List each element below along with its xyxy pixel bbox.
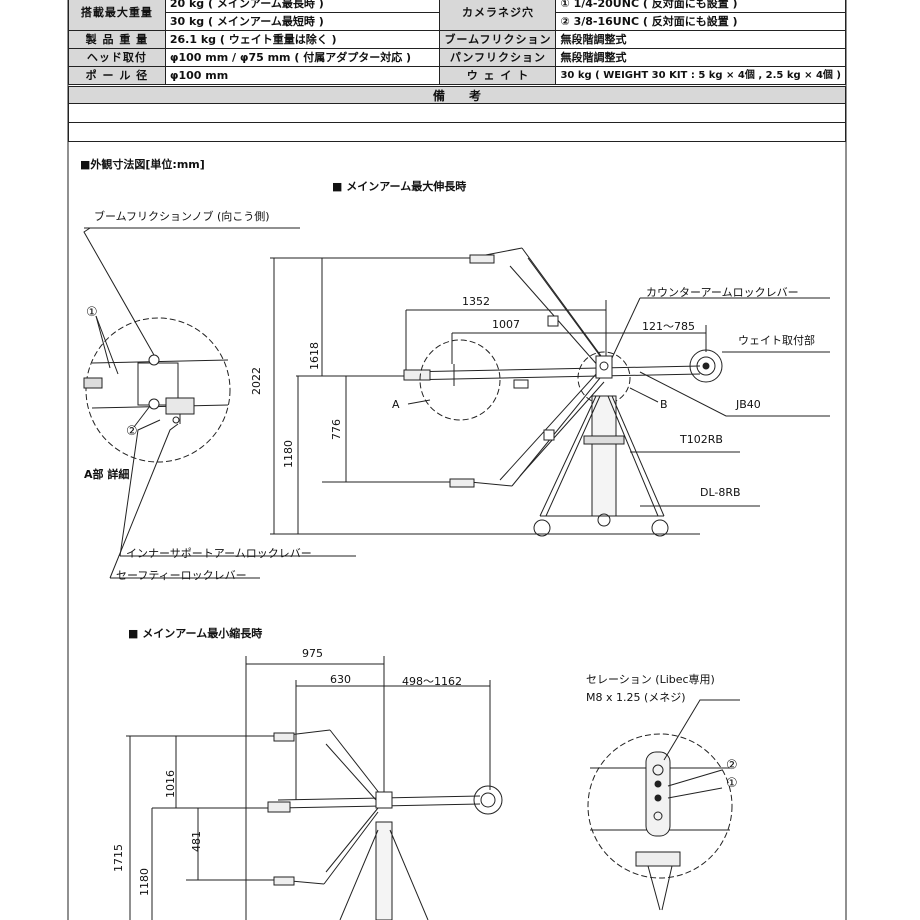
spec-label: 製 品 重 量 [68, 30, 166, 49]
t102rb-label: T102RB [680, 433, 723, 446]
m8-label: M8 x 1.25 (メネジ) [586, 691, 686, 704]
mark-2: ② [126, 424, 138, 439]
jib-lowered [449, 371, 605, 488]
detail-a-label: A部 詳細 [84, 468, 130, 481]
spec-value: φ100 mm / φ75 mm ( 付属アダプター対応 ) [164, 48, 441, 67]
mark-b: B [660, 398, 668, 411]
leader-boom-friction [83, 227, 155, 356]
spec-label: ウ ェ イ ト [439, 66, 557, 85]
outline-title: ■外観寸法図[単位:mm] [80, 158, 205, 171]
mark-2-b: ② [726, 758, 738, 773]
spec-value: 26.1 kg ( ウェイト重量は除く ) [164, 30, 441, 49]
spec-row: ポ ー ル 径 φ100 mm ウ ェ イ ト 30 kg ( WEIGHT 3… [68, 66, 846, 85]
dim-1007: 1007 [492, 318, 520, 331]
jib-horizontal [403, 349, 723, 389]
leader-inner-support [119, 419, 161, 557]
counter-lock-label: カウンターアームロックレバー [646, 286, 799, 299]
spec-label: 搭載最大重量 [68, 0, 166, 31]
bottom-jib [267, 729, 503, 920]
spec-label: カメラネジ穴 [439, 0, 557, 31]
boom-friction-label: ブームフリクションノブ (向こう側) [94, 210, 270, 223]
spec-table: 搭載最大重量 20 kg ( メインアーム最長時 ) カメラネジ穴 ① 1/4-… [68, 0, 846, 85]
leader-safety-lock [109, 423, 179, 579]
spec-row: 製 品 重 量 26.1 kg ( ウェイト重量は除く ) ブームフリクション … [68, 30, 846, 49]
weight-mount-label: ウェイト取付部 [738, 334, 815, 347]
dl8rb-label: DL-8RB [700, 486, 741, 499]
spec-label: ポ ー ル 径 [68, 66, 166, 85]
jib-raised [469, 247, 607, 369]
detail-b-parts [590, 751, 730, 911]
spec-row: ヘッド取付 φ100 mm / φ75 mm ( 付属アダプター対応 ) パンフ… [68, 48, 846, 67]
spec-value: 30 kg ( WEIGHT 30 KIT : 5 kg × 4個 , 2.5 … [555, 66, 846, 85]
inner-support-label: インナーサポートアームロックレバー [126, 547, 312, 560]
circle-a [419, 339, 501, 421]
remarks-title: 備 考 [432, 89, 481, 103]
min-contraction-title: ■ メインアーム最小縮長時 [128, 627, 263, 640]
dim-630: 630 [330, 673, 351, 686]
dim-498-1162: 498～1162 [402, 675, 462, 688]
dim-121-785: 121～785 [642, 320, 695, 333]
tripod-top [533, 395, 669, 537]
serration-label: セレーション (Libec専用) [586, 673, 715, 686]
remarks-header: 備 考 [68, 86, 846, 104]
dim-1352: 1352 [462, 295, 490, 308]
mark-1-b: ① [726, 776, 738, 791]
detail-a-circle [85, 317, 231, 463]
spec-label: ブームフリクション [439, 30, 557, 49]
spec-label: ヘッド取付 [68, 48, 166, 67]
detail-a-parts [83, 354, 229, 424]
dim-975: 975 [302, 647, 323, 660]
max-extension-title: ■ メインアーム最大伸長時 [332, 180, 467, 193]
spec-value: 無段階調整式 [555, 30, 846, 49]
spec-row: 搭載最大重量 20 kg ( メインアーム最長時 ) カメラネジ穴 ① 1/4-… [68, 0, 846, 31]
jb40-label: JB40 [736, 398, 761, 411]
mark-a: A [392, 398, 400, 411]
pivot-head [595, 355, 613, 379]
mark-1: ① [86, 305, 98, 320]
safety-lock-label: セーフティーロックレバー [116, 569, 247, 582]
detail-b-circle [587, 733, 733, 879]
